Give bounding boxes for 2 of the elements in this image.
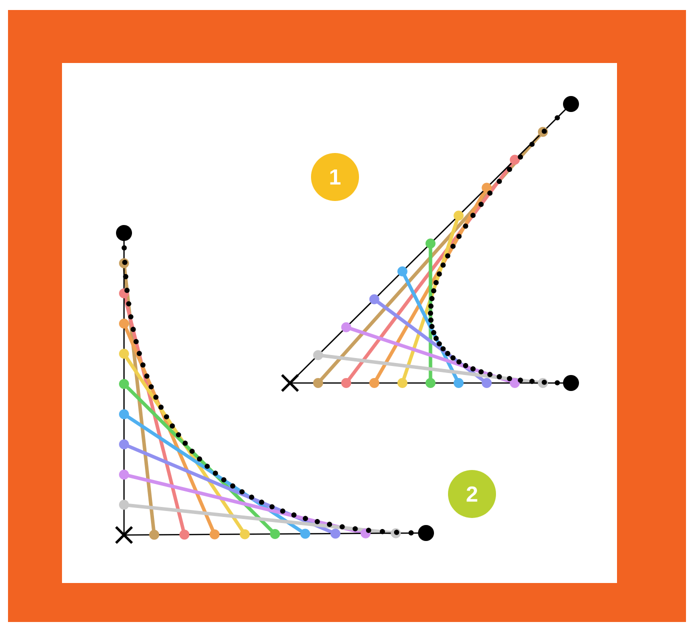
callout-number: 1	[311, 153, 359, 201]
callout-number: 2	[448, 470, 496, 518]
